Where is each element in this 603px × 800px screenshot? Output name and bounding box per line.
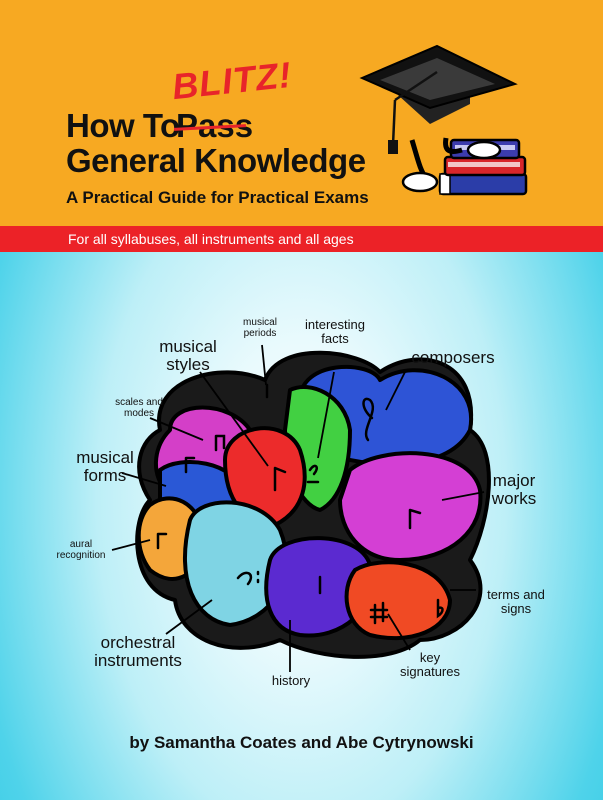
label-orchestral-instruments: orchestral instruments <box>94 633 182 670</box>
treble-clef-icon <box>362 397 375 442</box>
graduation-mascot-icon <box>359 44 528 196</box>
label-key-signatures: key signatures <box>400 650 460 679</box>
flat-icon <box>436 598 444 619</box>
title-line2: General Knowledge <box>66 142 366 179</box>
label-musical-styles: musical styles <box>159 337 217 374</box>
music-note-icon <box>214 434 226 452</box>
music-note-icon <box>408 508 422 530</box>
label-terms-and-signs: terms and signs <box>487 587 545 616</box>
subtitle: A Practical Guide for Practical Exams <box>66 188 369 207</box>
bass-clef-icon <box>236 570 260 586</box>
graduation-cap-icon <box>359 44 518 154</box>
label-history: history <box>271 673 311 688</box>
music-note-icon <box>306 464 320 484</box>
music-note-icon <box>156 532 168 550</box>
sharp-icon <box>369 601 389 625</box>
label-interesting-facts: interesting facts <box>305 317 365 346</box>
label-musical-forms: musical forms <box>76 448 134 485</box>
banner-text: For all syllabuses, all instruments and … <box>68 231 354 247</box>
music-note-icon <box>184 456 196 474</box>
label-composers: composers <box>411 348 495 367</box>
music-note-icon <box>273 466 287 492</box>
label-scales-and-modes: scales and modes <box>115 397 163 419</box>
label-musical-periods: musical periods <box>243 317 277 339</box>
authors: by Samantha Coates and Abe Cytrynowski <box>129 733 474 752</box>
banner: For all syllabuses, all instruments and … <box>0 226 603 252</box>
label-aural-recognition: aural recognition <box>56 539 106 561</box>
label-major-works: major works <box>491 471 537 508</box>
title-how-to: How To <box>66 107 180 144</box>
